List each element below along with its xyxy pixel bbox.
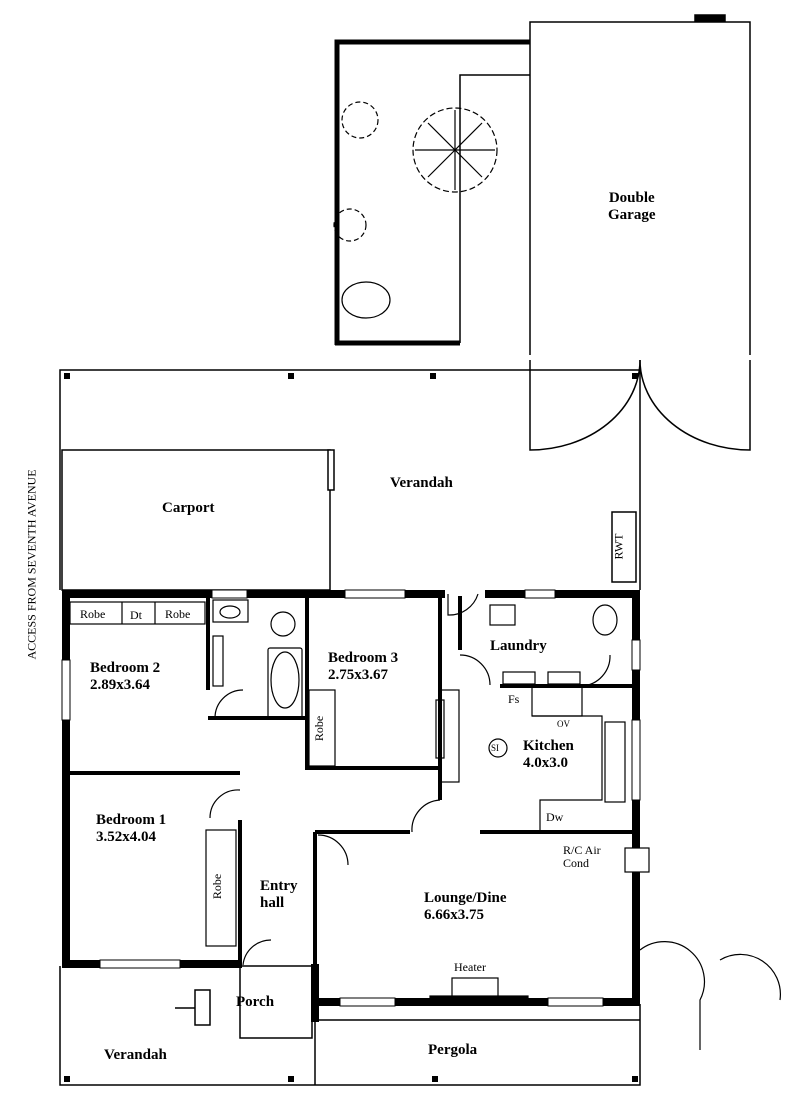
ov-label: OV bbox=[557, 719, 570, 729]
room-name: Bedroom 2 bbox=[90, 660, 161, 676]
access-label: ACCESS FROM SEVENTH AVENUE bbox=[24, 469, 39, 660]
tree-icon bbox=[333, 101, 498, 319]
room-size: 4.0x3.0 bbox=[523, 755, 568, 771]
room-size: 2.75x3.67 bbox=[328, 667, 388, 683]
smoke-detector-label: SI bbox=[491, 743, 500, 753]
heater-label: Heater bbox=[454, 960, 486, 974]
room-name: Kitchen bbox=[523, 738, 574, 754]
room-size: 2.89x3.64 bbox=[90, 677, 150, 693]
dw-label: Dw bbox=[546, 810, 564, 824]
garage-name: Double bbox=[608, 190, 655, 206]
carport-label: Carport bbox=[162, 500, 215, 516]
fixtures bbox=[69, 599, 650, 1003]
robe-label: Robe bbox=[165, 607, 191, 621]
garage-name-2: Garage bbox=[608, 207, 656, 223]
robe-label: Robe bbox=[210, 873, 225, 900]
room-name: Bedroom 1 bbox=[96, 812, 167, 828]
interior-walls bbox=[66, 596, 636, 1002]
rwt-label: RWT bbox=[611, 533, 626, 560]
room-name: Entry bbox=[260, 878, 298, 894]
double-garage bbox=[529, 14, 751, 451]
room-name: Bedroom 3 bbox=[328, 650, 399, 666]
fs-label: Fs bbox=[508, 692, 520, 706]
pergola-label: Pergola bbox=[428, 1042, 478, 1058]
rwt-tank bbox=[611, 511, 637, 583]
laundry-label: Laundry bbox=[490, 638, 547, 654]
robe-label: Robe bbox=[312, 715, 327, 742]
aircon-line-1: R/C Air bbox=[563, 843, 601, 857]
robe-label: Robe bbox=[80, 607, 106, 621]
room-size: 6.66x3.75 bbox=[424, 907, 484, 923]
verandah-bottom-label: Verandah bbox=[104, 1047, 167, 1063]
porch-label: Porch bbox=[236, 994, 275, 1010]
dt-label: Dt bbox=[130, 608, 142, 622]
verandah-top-label: Verandah bbox=[390, 475, 453, 491]
room-name-2: hall bbox=[260, 895, 285, 911]
room-size: 3.52x4.04 bbox=[96, 829, 156, 845]
courtyard bbox=[334, 39, 530, 346]
room-name: Lounge/Dine bbox=[424, 890, 507, 906]
aircon-line-2: Cond bbox=[563, 856, 590, 870]
